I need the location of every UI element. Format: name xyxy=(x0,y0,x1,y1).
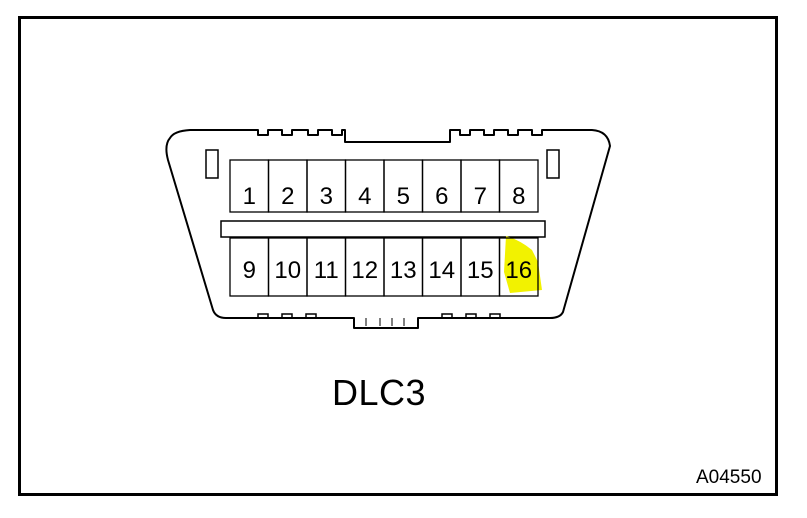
bottom-row-cells xyxy=(229,237,539,297)
connector-bottom-notches xyxy=(257,313,501,318)
pin-label-7: 7 xyxy=(474,183,487,210)
pin-label-9: 9 xyxy=(243,257,256,284)
figure-reference-code: A04550 xyxy=(696,467,762,488)
pin-16-highlight xyxy=(504,236,542,293)
connector-bottom-tab-detail xyxy=(365,318,405,326)
pin-cell-16 xyxy=(498,237,539,297)
pin-label-10: 10 xyxy=(274,257,301,284)
right-latch-slot xyxy=(546,149,560,179)
pin-label-11: 11 xyxy=(314,257,339,284)
pin-label-2: 2 xyxy=(281,183,294,210)
pin-label-16: 16 xyxy=(505,257,532,284)
pin-cell-8 xyxy=(498,159,539,213)
left-latch-slot xyxy=(205,149,219,179)
pin-label-5: 5 xyxy=(397,183,410,210)
pin-label-14: 14 xyxy=(428,257,455,284)
connector-title: DLC3 xyxy=(332,372,427,413)
top-row-cells xyxy=(229,159,539,213)
pin-label-8: 8 xyxy=(512,183,525,210)
pin-label-1: 1 xyxy=(243,183,256,210)
pin-label-4: 4 xyxy=(358,183,371,210)
pin-label-3: 3 xyxy=(320,183,333,210)
pin-label-13: 13 xyxy=(390,257,417,284)
pin-label-15: 15 xyxy=(467,257,494,284)
pin-label-12: 12 xyxy=(351,257,378,284)
connector-housing xyxy=(165,129,611,329)
pin-label-6: 6 xyxy=(435,183,448,210)
center-divider-bar xyxy=(220,220,546,238)
diagram-frame xyxy=(18,16,778,496)
